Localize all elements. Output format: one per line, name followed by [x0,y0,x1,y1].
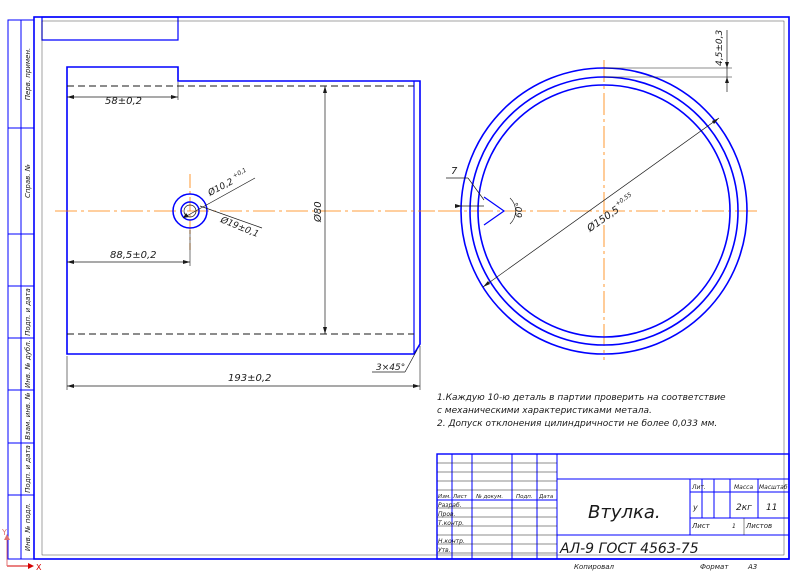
front-view-outline [66,66,421,355]
tb-sheet-label: Лист [691,522,711,530]
side-label-podp-data-2: Подп. и дата [24,445,32,493]
tb-h-podp: Подп. [516,494,533,500]
tb-material: АЛ-9 ГОСТ 4563-75 [559,541,699,557]
tb-utv: Утв. [438,547,451,554]
inner-frame [41,20,785,556]
dim-phi-150: Ø150,5 [584,204,622,235]
sheet-frame [7,16,790,560]
tb-sheets-label: Листов [745,522,772,530]
axis-x-label: X [36,563,42,572]
title-block: Изм. Лист № докум. Подп. Дата Разраб. Пр… [436,453,790,571]
tb-kopiroval: Копировал [574,563,615,571]
dim-4-5: 4,5±0,3 [715,30,725,66]
tb-mass-value: 2кг [736,503,752,513]
side-inner-circle [477,84,731,338]
hole-leader-main [182,177,256,219]
dim-88-5: 88,5±0,2 [110,250,157,261]
tb-part-name: Втулка. [588,502,661,523]
note-line-1: 1.Каждую 10-ю деталь в партии проверить … [437,393,726,403]
tb-h-mass: Масса [734,484,753,491]
tb-h-scale: Масштаб [759,484,788,491]
hole-inner-circle [180,201,200,221]
tb-h-lit: Лит. [691,484,706,491]
tb-scale-value: 11 [766,503,777,513]
dim-hole-main: Ø10,2 [205,176,235,199]
tb-h-izm: Изм. [438,494,451,500]
tb-h-list: Лист [452,494,468,500]
side-label-inv-podl: Инв. № подл. [24,503,32,551]
axis-indicator: X Y [1,528,42,572]
side-label-vzam-inv: Взам. инв. № [24,392,32,440]
side-view: 4,5±0,3 7 60° Ø150,5 +0,55 [438,30,758,360]
dim-193: 193±0,2 [228,373,271,384]
dim-60-deg: 60° [515,202,525,218]
dim-line-phi-150 [482,117,720,288]
tb-prov: Пров. [438,511,456,518]
note-line-3: 2. Допуск отклонения цилиндричности не б… [437,419,717,429]
hole-outer-circle [172,193,208,229]
tb-h-docnum: № докум. [475,494,503,500]
side-label-inv-dubl: Инв. № дубл. [24,340,32,388]
dim-7: 7 [451,166,458,177]
hole-leader-outer [199,205,263,229]
groove-60 [483,196,506,226]
tb-lit-value: у [692,503,698,512]
dim-phi-150-tol: +0,55 [614,191,633,207]
dim-hole-tol: +0,1 [232,167,248,180]
tb-format-value: А3 [747,563,757,571]
tb-razrab: Разраб. [438,502,462,509]
tb-tkontr: Т.контр. [438,520,464,527]
dim-58: 58±0,2 [105,96,142,107]
dim-hole-outer: Ø19±0,1 [218,214,260,240]
tb-sheets-value: 1 [732,523,736,530]
dim-phi-80: Ø80 [312,201,324,223]
note-line-2: с механическими характеристиками метала. [437,406,652,416]
technical-notes: 1.Каждую 10-ю деталь в партии проверить … [437,393,726,429]
side-label-perv-primen: Перв. примен. [24,48,32,101]
side-label-sprav: Справ. № [24,164,32,198]
axis-y-label: Y [1,528,7,537]
tb-format-label: Формат [700,563,729,571]
dim-chamfer: 3×45° [376,363,405,373]
tb-h-data: Дата [538,494,554,500]
side-label-podp-data-1: Подп. и дата [24,288,32,336]
front-view: Ø10,2 +0,1 Ø19±0,1 58±0,2 88,5±0,2 Ø80 1… [55,66,435,390]
side-stamp: Перв. примен. Справ. № Подп. и дата Инв.… [24,48,32,551]
tb-nkontr: Н.контр. [438,538,465,545]
